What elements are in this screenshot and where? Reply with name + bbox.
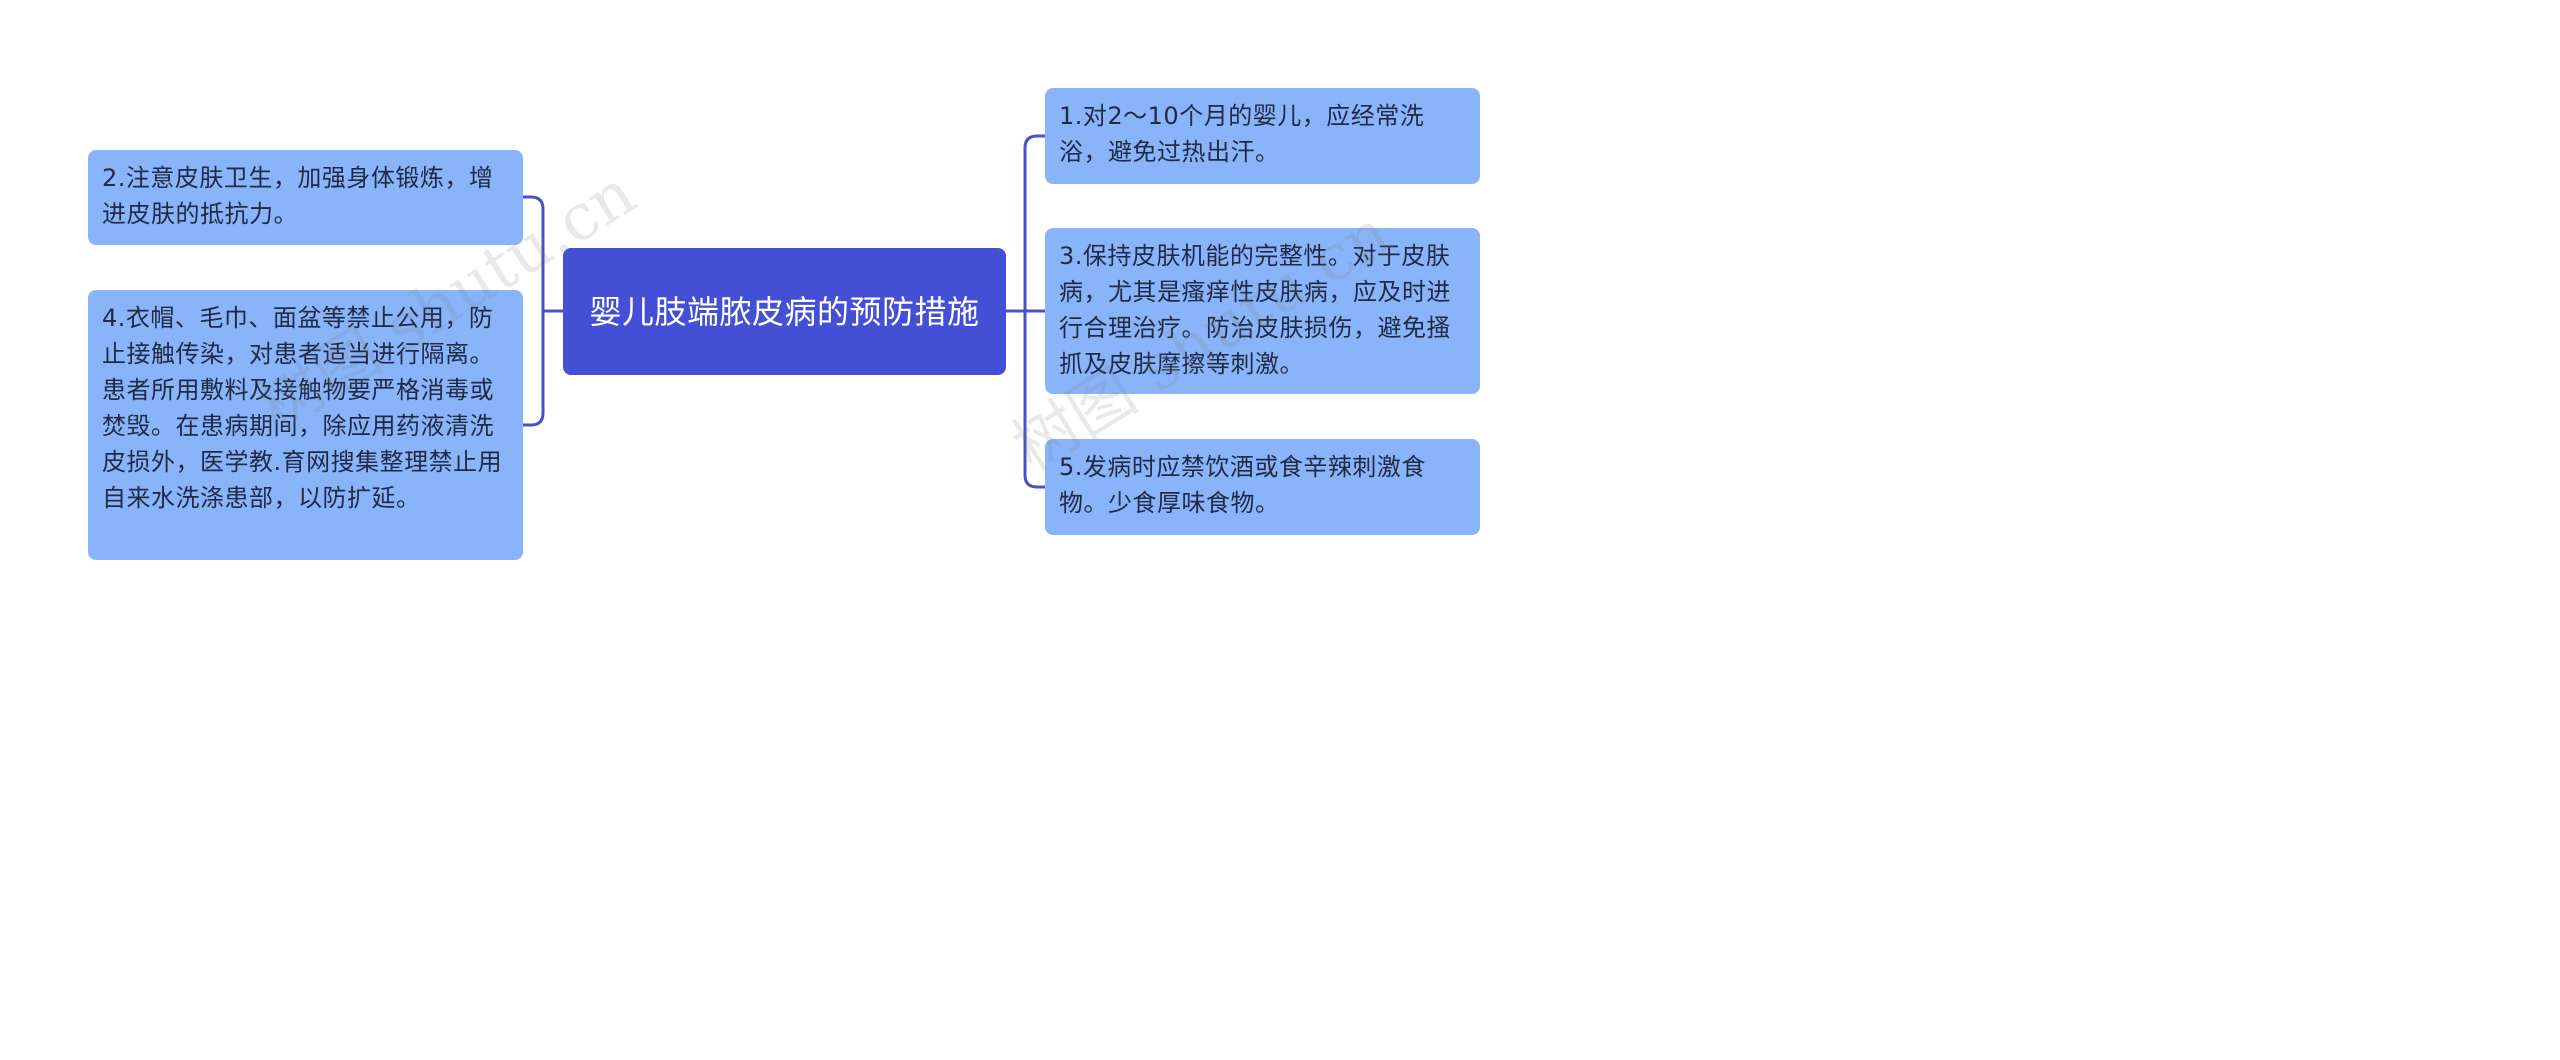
branch-left-2-text: 2.注意皮肤卫生，加强身体锻炼，增进皮肤的抵抗力。 [102,164,494,228]
branch-left-4-text: 4.衣帽、毛巾、面盆等禁止公用，防止接触传染，对患者适当进行隔离。患者所用敷料及… [102,304,503,512]
branch-right-1[interactable]: 1.对2～10个月的婴儿，应经常洗浴，避免过热出汗。 [1045,88,1480,184]
branch-left-4[interactable]: 4.衣帽、毛巾、面盆等禁止公用，防止接触传染，对患者适当进行隔离。患者所用敷料及… [88,290,523,560]
connector-left-item-2 [521,309,545,427]
branch-right-5[interactable]: 5.发病时应禁饮酒或食辛辣刺激食物。少食厚味食物。 [1045,439,1480,535]
mind-map-canvas: 婴儿肢端脓皮病的预防措施 1.对2～10个月的婴儿，应经常洗浴，避免过热出汗。 … [0,0,1560,660]
connector-lines [521,134,1047,489]
connector-right-item-1 [1023,134,1047,313]
connector-left-item-1 [521,195,545,313]
central-topic[interactable]: 婴儿肢端脓皮病的预防措施 [563,248,1006,375]
branch-right-3-text: 3.保持皮肤机能的完整性。对于皮肤病，尤其是瘙痒性皮肤病，应及时进行合理治疗。防… [1059,242,1451,378]
branch-right-1-text: 1.对2～10个月的婴儿，应经常洗浴，避免过热出汗。 [1059,102,1425,166]
branch-left-2[interactable]: 2.注意皮肤卫生，加强身体锻炼，增进皮肤的抵抗力。 [88,150,523,245]
central-topic-text: 婴儿肢端脓皮病的预防措施 [589,292,980,331]
branch-right-3[interactable]: 3.保持皮肤机能的完整性。对于皮肤病，尤其是瘙痒性皮肤病，应及时进行合理治疗。防… [1045,228,1480,394]
connector-right-item-3 [1023,309,1047,489]
branch-right-5-text: 5.发病时应禁饮酒或食辛辣刺激食物。少食厚味食物。 [1059,453,1426,517]
